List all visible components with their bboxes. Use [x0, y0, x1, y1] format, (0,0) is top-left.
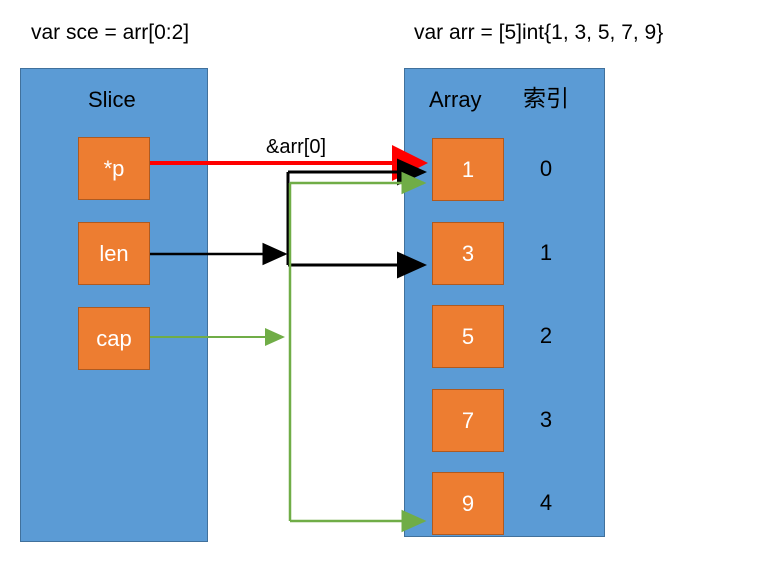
- array-index-4: 4: [539, 490, 553, 515]
- array-panel-title: Array: [429, 87, 482, 112]
- array-index-1: 1: [539, 240, 553, 265]
- array-element-0: 1: [432, 138, 504, 201]
- array-index-0: 0: [539, 156, 553, 181]
- array-index-column-header: 索引: [523, 85, 569, 111]
- slice-field-len: len: [78, 222, 150, 285]
- array-element-2: 5: [432, 305, 504, 368]
- pointer-target-label: &arr[0]: [266, 136, 327, 158]
- slice-panel-title: Slice: [88, 87, 136, 112]
- array-element-1: 3: [432, 222, 504, 285]
- array-index-2: 2: [539, 323, 553, 348]
- slice-field-pointer: *p: [78, 137, 150, 200]
- array-element-3: 7: [432, 389, 504, 452]
- array-index-3: 3: [539, 407, 553, 432]
- array-declaration-caption: var arr = [5]int{1, 3, 5, 7, 9}: [414, 21, 664, 44]
- slice-field-cap: cap: [78, 307, 150, 370]
- slice-declaration-caption: var sce = arr[0:2]: [31, 21, 190, 44]
- array-element-4: 9: [432, 472, 504, 535]
